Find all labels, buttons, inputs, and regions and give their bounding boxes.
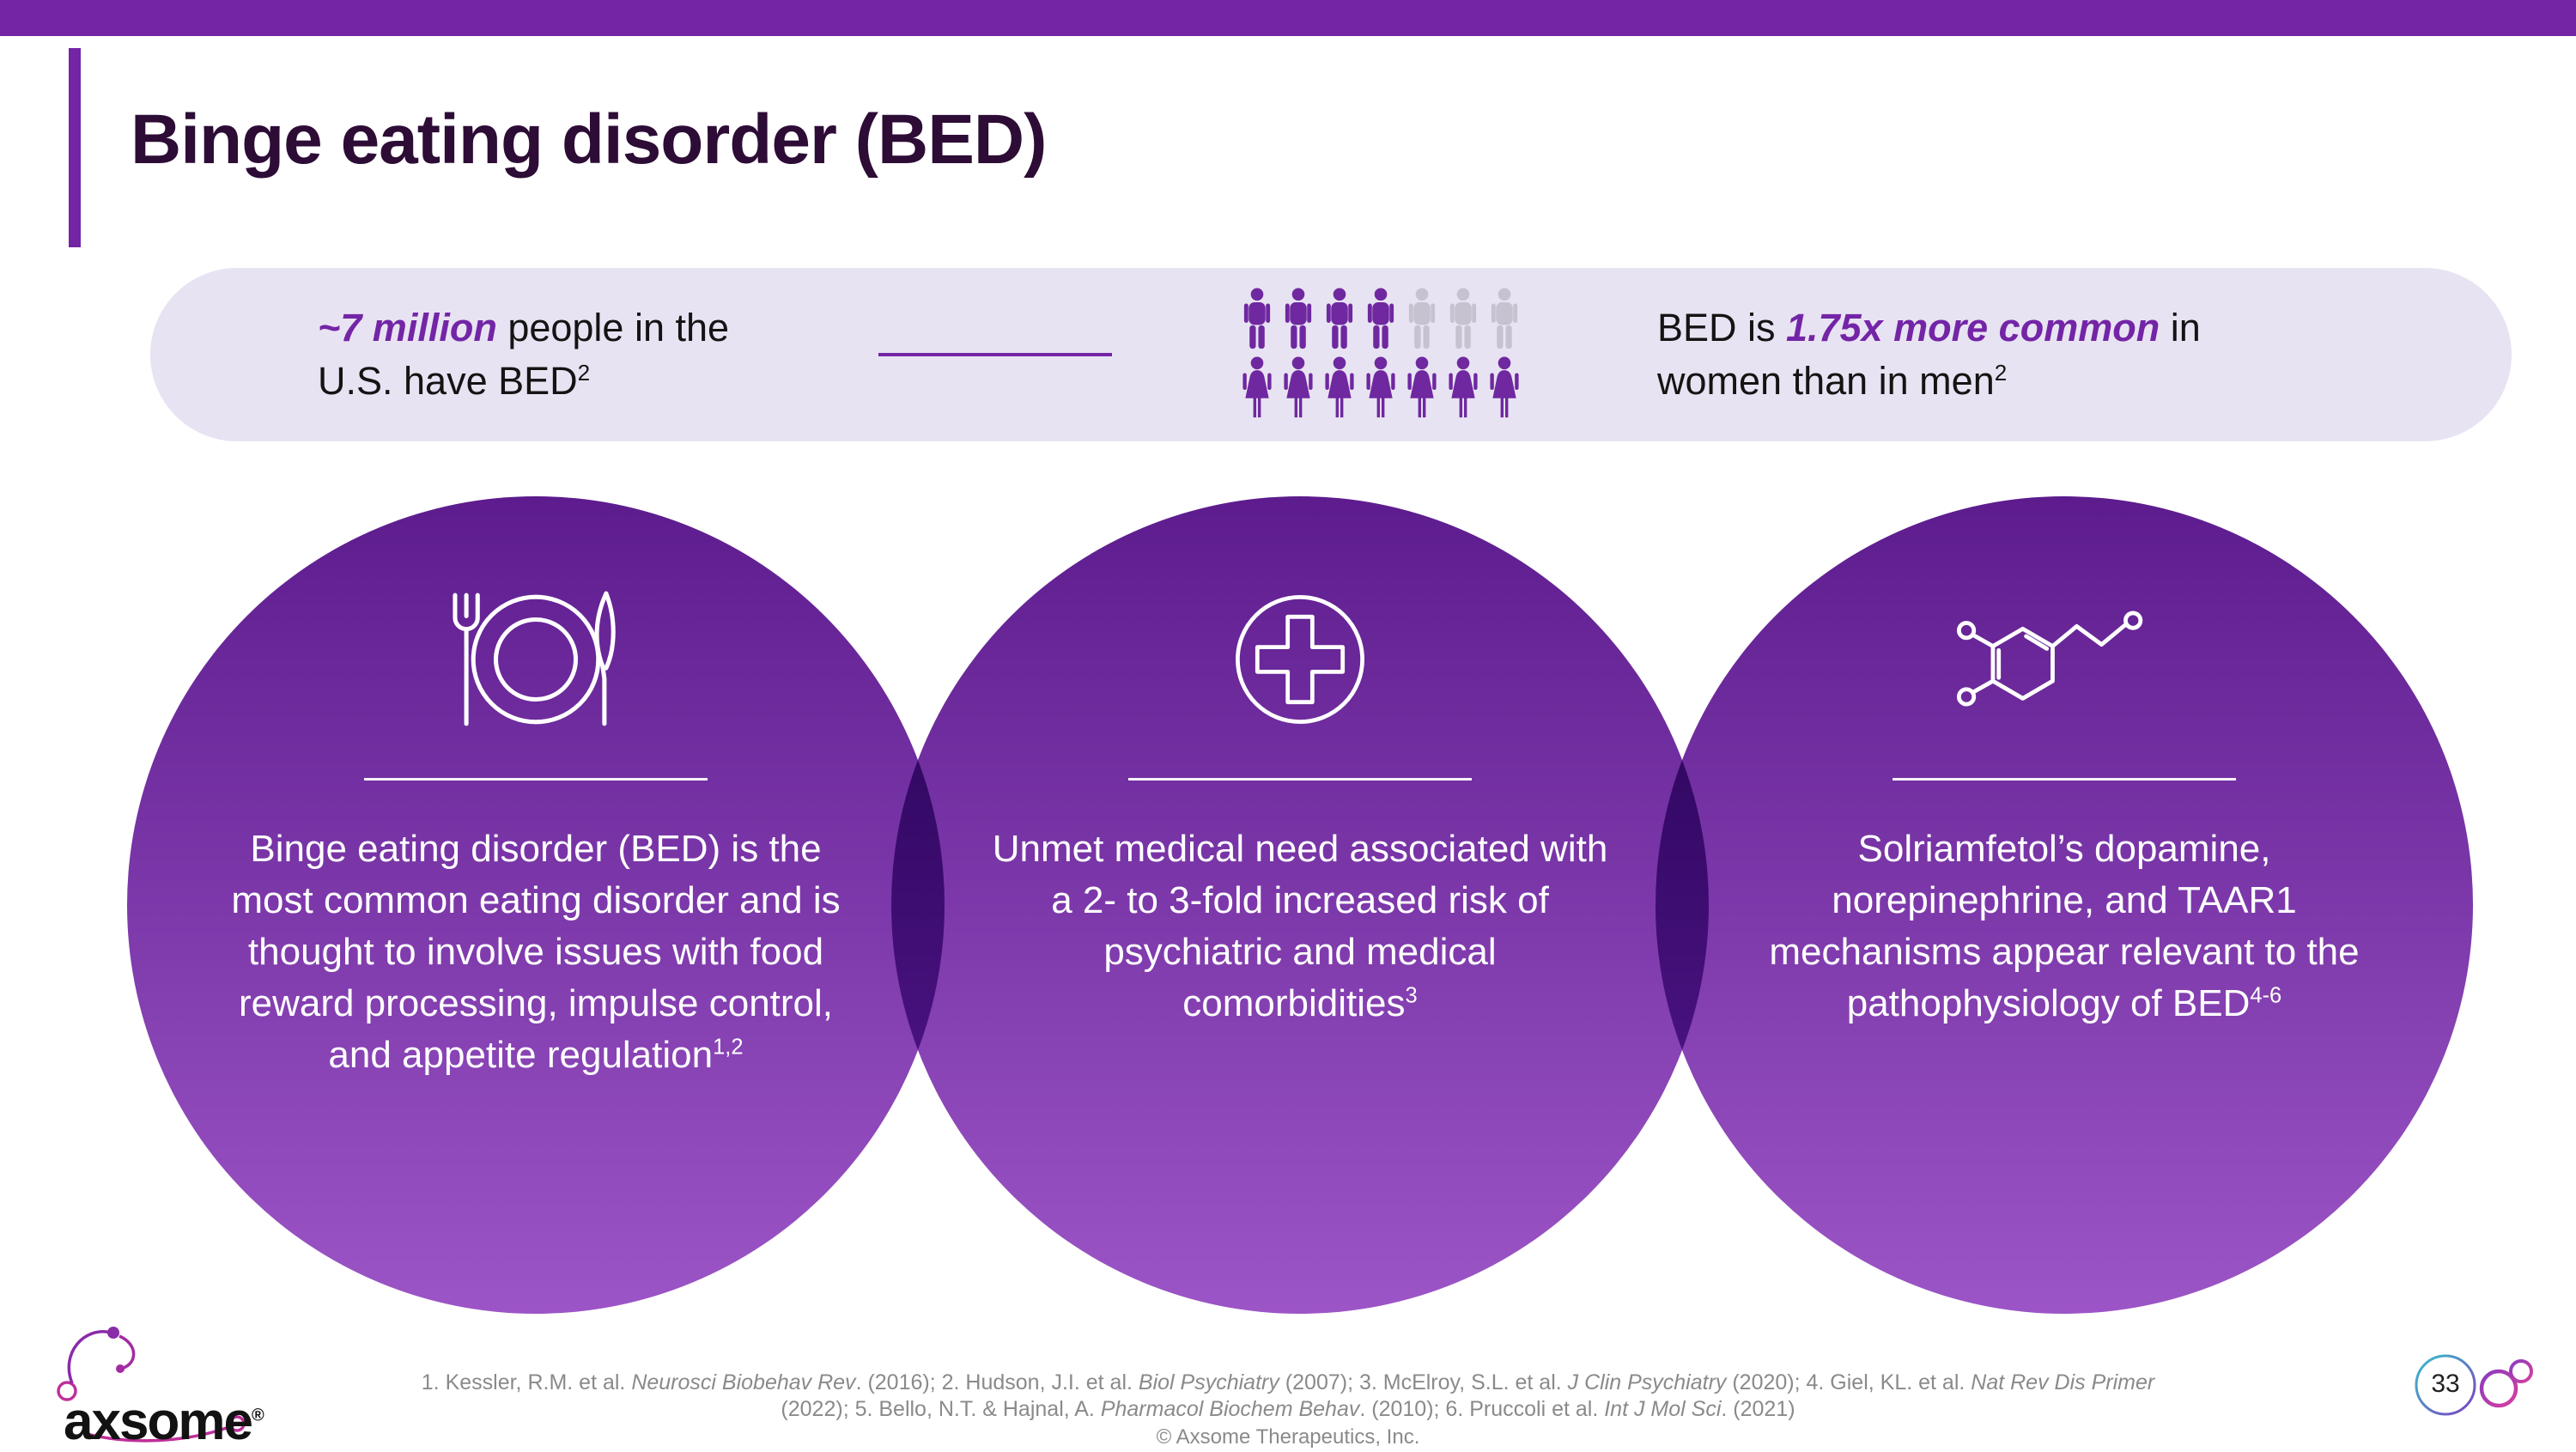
page-badge-molecule-icon [2415,1354,2533,1416]
female-figure-icon [1242,356,1272,418]
references-line-2: (2022); 5. Bello, N.T. & Hajnal, A. Phar… [781,1397,1795,1421]
info-circle-2: Unmet medical need associated with a 2- … [891,496,1709,1314]
female-figure-icon [1325,356,1354,418]
medical-cross-icon [1226,580,1374,738]
registered-mark: ® [251,1406,264,1425]
female-figure-icon [1407,356,1437,418]
prevalence-stat: ~7 million people in the U.S. have BED2 [318,301,729,408]
reference-superscript: 2 [577,360,591,386]
circle-3-text: Solriamfetol’s dopamine, norepinephrine,… [1769,828,2360,1024]
axsome-logo: axsome® [52,1312,335,1451]
axsome-logo-molecule-icon [57,1327,246,1443]
male-figure-icon [1326,288,1353,349]
reference-superscript: 2 [1994,360,2008,386]
info-circle-3: Solriamfetol’s dopamine, norepinephrine,… [1656,496,2473,1314]
page-number: 33 [2431,1370,2460,1398]
dopamine-molecule-icon [1944,580,2184,738]
prevalence-stat-line2: U.S. have BED2 [318,359,591,403]
reference-superscript: 1,2 [713,1035,744,1060]
place-setting-icon [428,580,643,738]
male-figure-icon [1243,288,1271,349]
info-circle-1: Binge eating disorder (BED) is the most … [127,496,945,1314]
page-title: Binge eating disorder (BED) [131,100,1047,179]
gender-ratio-stat: BED is 1.75x more common in women than i… [1657,301,2201,408]
title-accent-bar [69,48,81,247]
copyright-notice: © Axsome Therapeutics, Inc. [1156,1425,1420,1449]
circle-3-divider [1893,778,2236,781]
female-figure-icon [1449,356,1478,418]
population-pictogram [1239,287,1522,422]
gender-ratio-line1: BED is 1.75x more common in [1657,306,2201,349]
pictogram-row-men [1239,287,1522,354]
references-line-1: 1. Kessler, R.M. et al. Neurosci Biobeha… [421,1370,2155,1394]
pictogram-row-women [1239,355,1522,422]
ratio-highlight: 1.75x more common [1786,306,2160,349]
circle-1-divider [364,778,708,781]
prevalence-stat-line1: ~7 million people in the [318,306,730,349]
male-figure-icon [1491,288,1518,349]
info-circle-3-background [1656,496,2473,1314]
female-figure-icon [1366,356,1395,418]
male-figure-icon [1285,288,1312,349]
page-number-badge: 33 [2403,1342,2557,1431]
axsome-logo-text: axsome® [64,1392,264,1451]
references: 1. Kessler, R.M. et al. Neurosci Biobeha… [258,1370,2318,1423]
female-figure-icon [1490,356,1519,418]
male-figure-icon [1449,288,1477,349]
info-circle-2-background [891,496,1709,1314]
circle-1-text: Binge eating disorder (BED) is the most … [231,828,841,1076]
reference-superscript: 3 [1405,983,1418,1008]
stat-banner: ~7 million people in the U.S. have BED2 … [150,268,2512,441]
top-accent-bar [0,0,2576,36]
reference-superscript: 4-6 [2250,983,2282,1008]
male-figure-icon [1367,288,1394,349]
stat-divider-line [878,353,1112,356]
male-figure-icon [1408,288,1436,349]
circle-2-text: Unmet medical need associated with a 2- … [992,828,1608,1024]
circle-2-divider [1128,778,1472,781]
prevalence-highlight: ~7 million [318,306,497,349]
female-figure-icon [1284,356,1313,418]
info-circle-1-background [127,496,945,1314]
gender-ratio-line2: women than in men2 [1657,359,2008,403]
